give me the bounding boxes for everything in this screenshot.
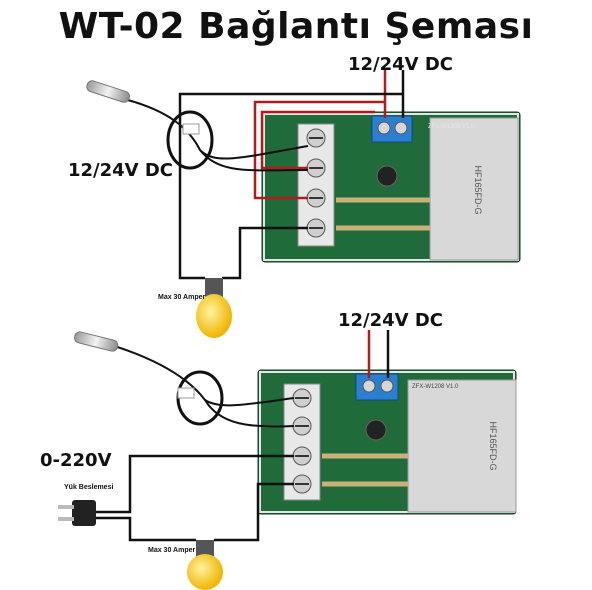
top-lamp <box>196 278 232 338</box>
bottom-lamp-label: Max 30 Amper <box>148 547 196 554</box>
bottom-capacitor <box>365 419 387 441</box>
top-silk: ZFX-W1208 V1.0 <box>428 124 475 130</box>
bottom-relay <box>407 379 517 513</box>
bottom-temperature-probe <box>74 331 224 426</box>
top-sensor-voltage-label: 12/24V DC <box>68 160 174 181</box>
diagram-title: WT-02 Bağlantı Şeması <box>58 6 534 47</box>
top-loop-red <box>253 100 385 200</box>
top-relay <box>429 117 519 261</box>
top-lamp-label: Max 30 Amper <box>158 294 206 301</box>
top-wiring <box>119 70 405 280</box>
top-temperature-probe <box>86 80 214 170</box>
bottom-silk: ZFX-W1208 V1.0 <box>412 384 459 390</box>
bottom-mains-wire-1 <box>96 454 294 514</box>
bottom-plug-label: Yük Beslemesi <box>64 484 114 491</box>
bottom-supply-voltage-label: 0-220V <box>40 450 112 471</box>
top-loop-red-2 <box>260 110 375 170</box>
top-load-wire-2 <box>222 226 308 280</box>
top-module: HF165FD-G ZFX-W1208 V1.0 <box>261 111 521 263</box>
bottom-relay-label: HF165FD-G <box>488 421 498 470</box>
bottom-module: HF165FD-G ZFX-W1208 V1.0 <box>257 369 517 515</box>
top-capacitor <box>376 165 398 187</box>
bottom-module-voltage-label: 12/24V DC <box>338 310 444 331</box>
top-relay-label: HF165FD-G <box>473 165 483 214</box>
top-load-wire-1 <box>178 92 403 280</box>
bottom-wiring <box>96 330 390 542</box>
bottom-sensor-cable <box>107 343 295 428</box>
bottom-screws <box>292 388 312 494</box>
top-screws <box>306 128 326 238</box>
bottom-mains-wire-2 <box>214 482 294 542</box>
top-cable-coil <box>166 110 214 170</box>
bottom-mains-plug <box>58 500 96 526</box>
top-module-voltage-label: 12/24V DC <box>348 54 454 75</box>
bottom-mains-wire-3 <box>96 516 196 542</box>
bottom-lamp <box>187 540 223 590</box>
